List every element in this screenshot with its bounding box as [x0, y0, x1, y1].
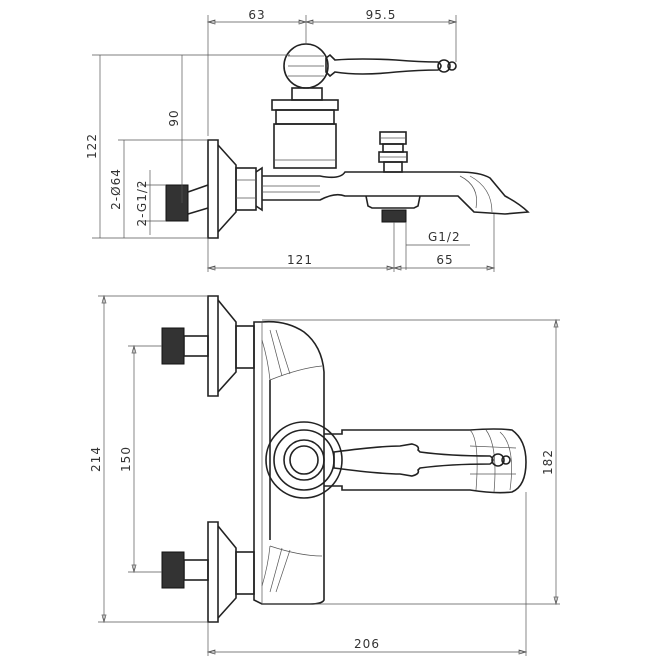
plan-dimensions: 214 150 182 206 — [89, 294, 560, 656]
dim-bottom-left: 121 — [287, 253, 313, 267]
dim-thread-left: 2-G1/2 — [135, 179, 149, 226]
side-view — [165, 43, 530, 239]
plan-view — [161, 295, 527, 623]
dim-diameter: 2-Ø64 — [109, 168, 123, 210]
dim-top-width-right: 95.5 — [366, 8, 397, 22]
dim-plan-right-height: 182 — [541, 449, 555, 475]
dim-height-total: 122 — [85, 133, 99, 159]
dim-bottom-right: 65 — [436, 253, 453, 267]
dim-height-inlet: 90 — [167, 109, 181, 126]
dim-plan-height: 214 — [89, 446, 103, 472]
side-dimensions: 63 95.5 122 90 2-Ø64 2-G1/2 G1/2 121 65 — [85, 8, 496, 272]
dim-outlet-thread: G1/2 — [428, 230, 461, 244]
dim-center-distance: 150 — [119, 446, 133, 472]
dim-plan-width: 206 — [354, 637, 380, 651]
dim-top-width-left: 63 — [248, 8, 265, 22]
